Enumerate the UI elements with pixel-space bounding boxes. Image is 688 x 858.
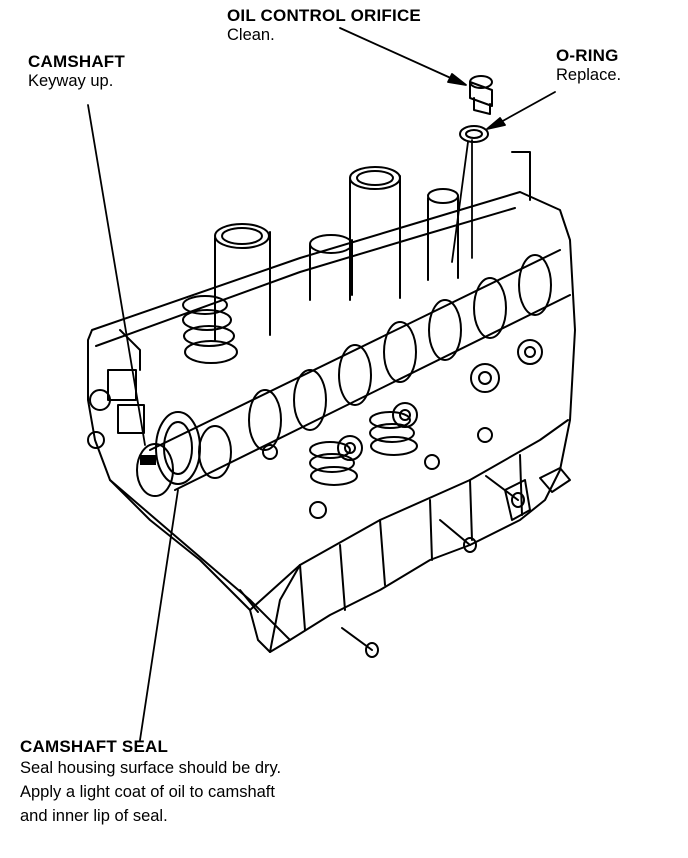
oil-control-orifice-note: Clean. bbox=[227, 26, 275, 45]
oil-control-orifice-part bbox=[469, 75, 493, 115]
oil-control-orifice-callout: OIL CONTROL ORIFICE Clean. bbox=[227, 6, 421, 46]
head-bolts bbox=[262, 339, 543, 519]
leader-lines bbox=[87, 27, 556, 741]
camshaft-note: Keyway up. bbox=[28, 72, 114, 91]
spark-plug-tubes bbox=[214, 166, 459, 341]
camshaft-callout: CAMSHAFT Keyway up. bbox=[28, 52, 125, 92]
oil-control-orifice-title: OIL CONTROL ORIFICE bbox=[227, 6, 421, 25]
camshaft-title: CAMSHAFT bbox=[28, 52, 125, 71]
o-ring-part bbox=[459, 125, 489, 143]
o-ring-title: O-RING bbox=[556, 46, 619, 65]
camshaft-seal-note-line-3: and inner lip of seal. bbox=[20, 806, 168, 825]
o-ring-note: Replace. bbox=[556, 66, 622, 85]
camshaft-seal-callout: CAMSHAFT SEAL Seal housing surface shoul… bbox=[20, 737, 281, 829]
camshaft-seal-note-line-2: Apply a light coat of oil to camshaft bbox=[20, 782, 275, 801]
camshaft-seal-note-line-1: Seal housing surface should be dry. bbox=[20, 759, 282, 778]
valve-springs bbox=[182, 295, 418, 486]
camshaft-seal-title: CAMSHAFT SEAL bbox=[20, 737, 169, 756]
exhaust-studs bbox=[239, 475, 525, 658]
o-ring-callout: O-RING Replace. bbox=[556, 46, 621, 86]
camshaft-seal bbox=[155, 411, 201, 485]
cylinder-head-body bbox=[87, 151, 576, 653]
camshaft bbox=[136, 249, 571, 497]
